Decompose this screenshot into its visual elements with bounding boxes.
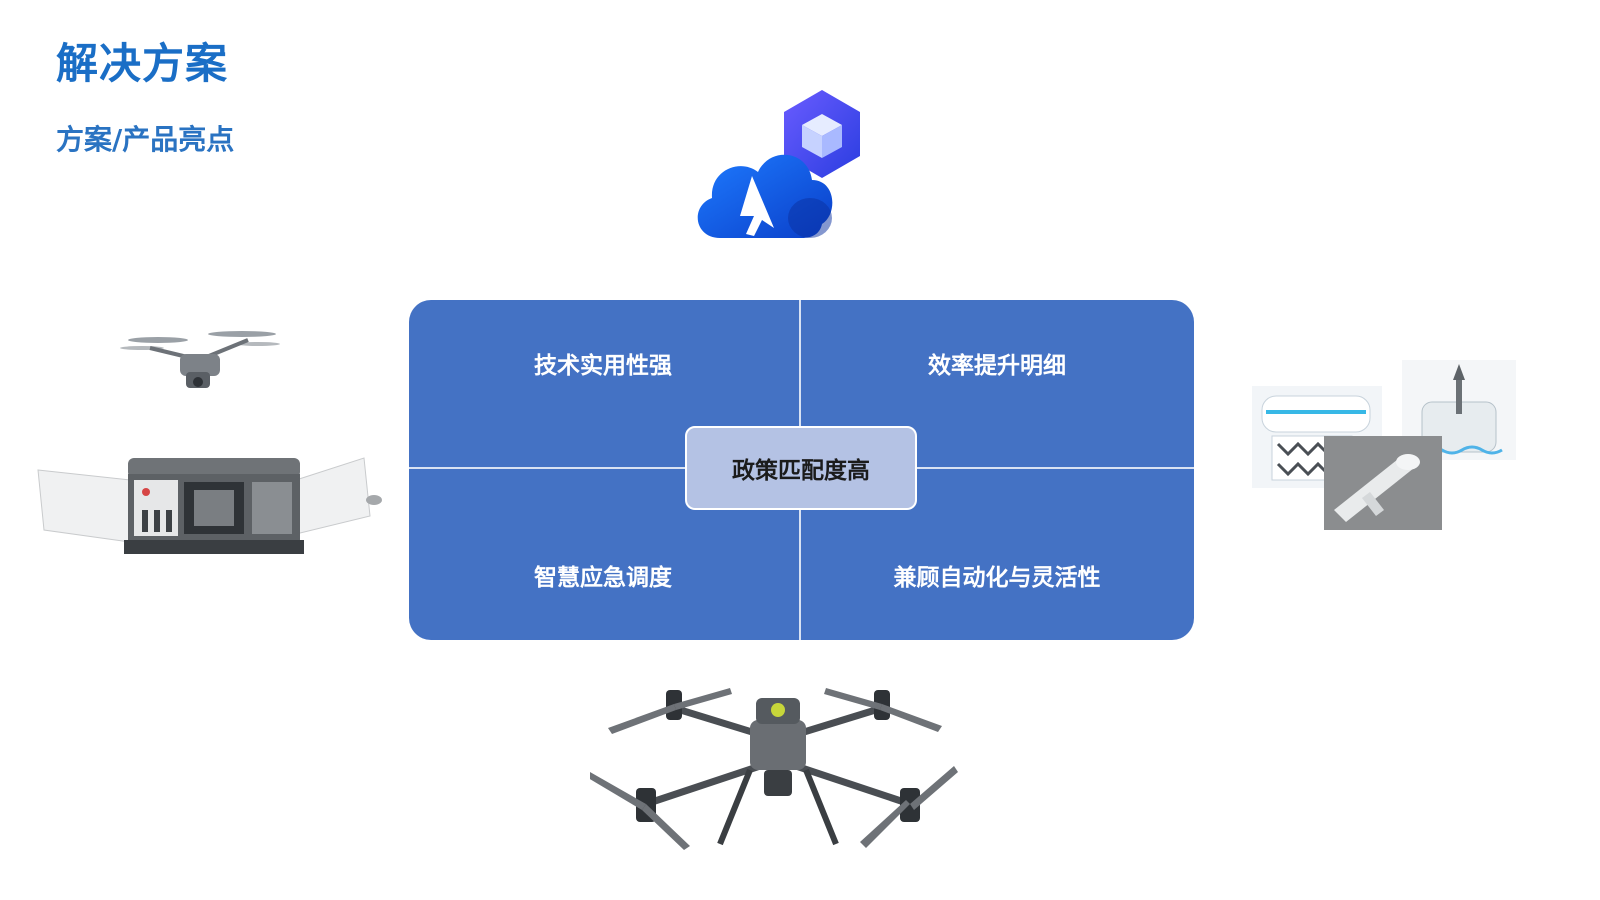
- highlight-top-right: 效率提升明细: [928, 353, 1066, 379]
- highlight-bottom-right: 兼顾自动化与灵活性: [893, 565, 1101, 591]
- highlights-board: 技术实用性强 效率提升明细 智慧应急调度 兼顾自动化与灵活性 政策匹配度高: [409, 300, 1194, 640]
- highlight-top-left: 技术实用性强: [534, 353, 672, 379]
- large-drone-image: [590, 688, 958, 850]
- center-highlight: 政策匹配度高: [685, 426, 917, 510]
- page-subtitle: 方案/产品亮点: [56, 123, 235, 156]
- highlight-bottom-left: 智慧应急调度: [534, 565, 672, 591]
- sensor-devices-image: [1252, 360, 1516, 530]
- cloud-platform-icon: [697, 90, 860, 238]
- drone-dock-image: [37, 457, 382, 554]
- page-title: 解决方案: [56, 39, 229, 88]
- small-drone-image: [120, 331, 280, 388]
